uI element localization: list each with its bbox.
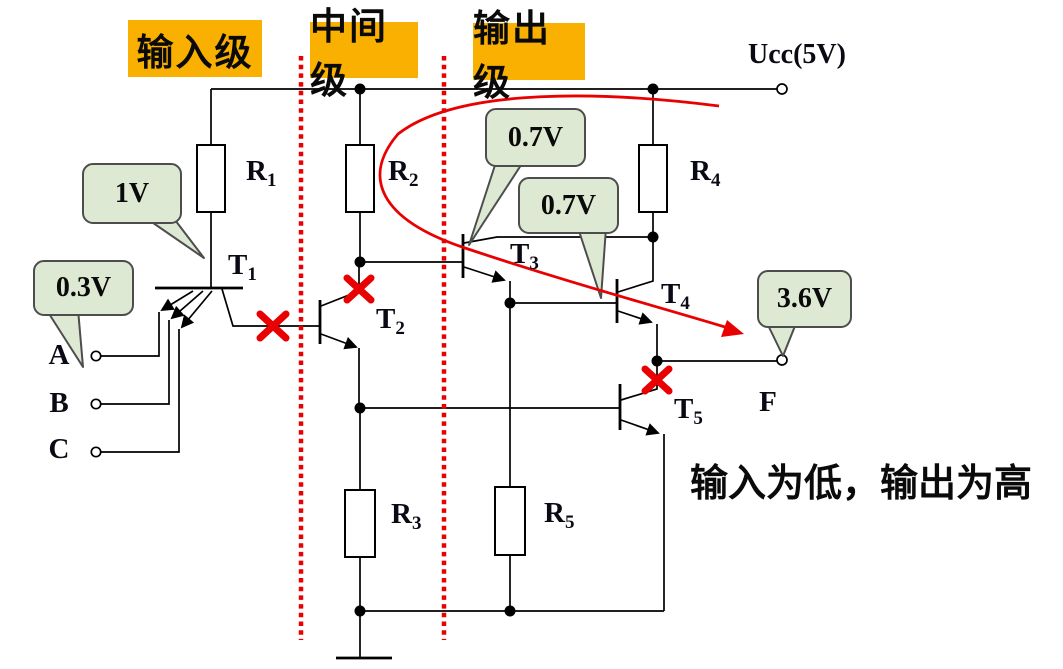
callout-tail-0.7v-t3	[468, 158, 526, 246]
cutoff-x-marks	[256, 274, 673, 395]
label-r1-sub: 1	[266, 170, 277, 191]
resistor-bodies	[196, 144, 668, 558]
voltage-callout-3.6v-text: 3.6V	[776, 283, 833, 314]
stage-header-middle-label: 中间级	[310, 6, 388, 101]
terminal-output-f	[776, 354, 788, 366]
resistor-r4-body	[638, 144, 668, 213]
stage-header-output-label: 输出级	[473, 7, 551, 103]
red-x-mark-t5-collector	[641, 365, 673, 395]
label-t1-sub: 1	[247, 264, 257, 285]
label-r5-main: R	[544, 497, 565, 529]
t5-emitter-arrow	[620, 419, 660, 436]
label-input-a: A	[48, 339, 70, 371]
t5-collector	[620, 361, 658, 401]
voltage-callout-0.3v-text: 0.3V	[55, 272, 112, 303]
terminal-input-b	[90, 398, 102, 410]
label-r3: R3	[391, 499, 421, 534]
label-r1-main: R	[246, 155, 267, 187]
junction-dot	[504, 605, 516, 617]
signal-path-curve	[378, 94, 726, 329]
stage-header-output: 输出级	[473, 8, 585, 103]
label-t2-main: T	[376, 303, 396, 335]
label-r4: R4	[690, 156, 720, 191]
junction-dot	[504, 297, 516, 309]
label-t3: T3	[510, 239, 539, 274]
terminal-input-a	[90, 350, 102, 362]
power-label: Ucc(5V)	[748, 39, 846, 70]
junction-dot	[651, 355, 663, 367]
terminals	[90, 83, 788, 458]
voltage-callout-3.6v: 3.6V	[757, 270, 852, 328]
voltage-callout-1v: 1V	[82, 163, 182, 224]
label-t4-main: T	[661, 278, 681, 310]
resistor-r1-body	[196, 144, 226, 213]
t4-collector	[617, 238, 654, 293]
voltage-callout-0.7v-t4-text: 0.7V	[540, 189, 597, 221]
t3-collector-to-r4node	[463, 236, 653, 244]
label-t2-sub: 2	[395, 318, 405, 339]
terminal-input-c	[90, 446, 102, 458]
label-t4-sub: 4	[680, 293, 690, 314]
voltage-callout-0.7v-t3: 0.7V	[485, 108, 586, 167]
label-r4-sub: 4	[710, 170, 721, 191]
stage-header-input: 输入级	[128, 20, 262, 77]
voltage-callout-0.7v-t3-text: 0.7V	[507, 121, 564, 153]
label-t5: T5	[674, 394, 703, 429]
label-t1: T1	[228, 250, 257, 285]
label-r2-sub: 2	[408, 170, 419, 191]
junction-dot	[354, 256, 366, 268]
resistor-r3-body	[344, 489, 376, 558]
wire-input-a	[101, 312, 160, 357]
wire-input-b	[101, 320, 170, 405]
label-input-b: B	[49, 387, 69, 419]
junction-dot	[354, 83, 366, 95]
label-r4-main: R	[690, 155, 711, 187]
red-x-mark-t2-collector	[343, 274, 375, 304]
label-r5: R5	[544, 498, 574, 533]
label-r3-sub: 3	[411, 513, 422, 534]
signal-path-arrowhead	[721, 320, 744, 337]
callout-tails	[45, 158, 798, 368]
voltage-callout-0.3v: 0.3V	[33, 260, 134, 316]
resistor-r5-body	[494, 486, 526, 556]
junction-dots	[354, 83, 663, 617]
terminal-ucc	[776, 83, 788, 95]
stage-header-input-label: 输入级	[136, 31, 254, 73]
t1-emitter-arrow-c	[180, 290, 213, 329]
red-x-mark-t1-t2	[256, 310, 290, 342]
wire-input-c	[101, 329, 180, 453]
junction-dot	[647, 231, 659, 243]
junction-dot	[354, 402, 366, 414]
label-t4: T4	[661, 279, 690, 314]
label-t3-sub: 3	[529, 253, 539, 274]
t1-emitter-arrow-a	[160, 290, 194, 312]
label-r2-main: R	[388, 155, 409, 187]
label-r5-sub: 5	[564, 512, 575, 533]
label-t5-sub: 5	[693, 408, 703, 429]
conclusion-annotation: 输入为低，输出为高	[690, 463, 1033, 505]
label-t5-main: T	[674, 393, 694, 425]
voltage-callout-0.7v-t4: 0.7V	[518, 177, 619, 234]
label-t1-main: T	[228, 249, 248, 281]
t3-emitter-arrow	[463, 266, 506, 283]
label-r1: R1	[246, 156, 276, 191]
voltage-callout-1v-text: 1V	[114, 177, 150, 209]
label-r2: R2	[388, 156, 418, 191]
t1-emitter-arrow-b	[170, 290, 204, 320]
red-annotations	[256, 56, 744, 640]
junction-dot	[354, 605, 366, 617]
label-t3-main: T	[510, 238, 530, 270]
label-input-c: C	[48, 433, 70, 465]
junction-dot	[647, 83, 659, 95]
t1-collector-to-t2	[221, 288, 320, 327]
t4-emitter-arrow	[617, 310, 653, 325]
stage-header-middle: 中间级	[310, 6, 418, 101]
label-output-f: F	[759, 386, 777, 418]
resistor-r2-body	[345, 144, 375, 213]
label-r3-main: R	[391, 498, 412, 530]
t2-emitter-arrow	[320, 333, 358, 350]
label-t2: T2	[376, 304, 405, 339]
